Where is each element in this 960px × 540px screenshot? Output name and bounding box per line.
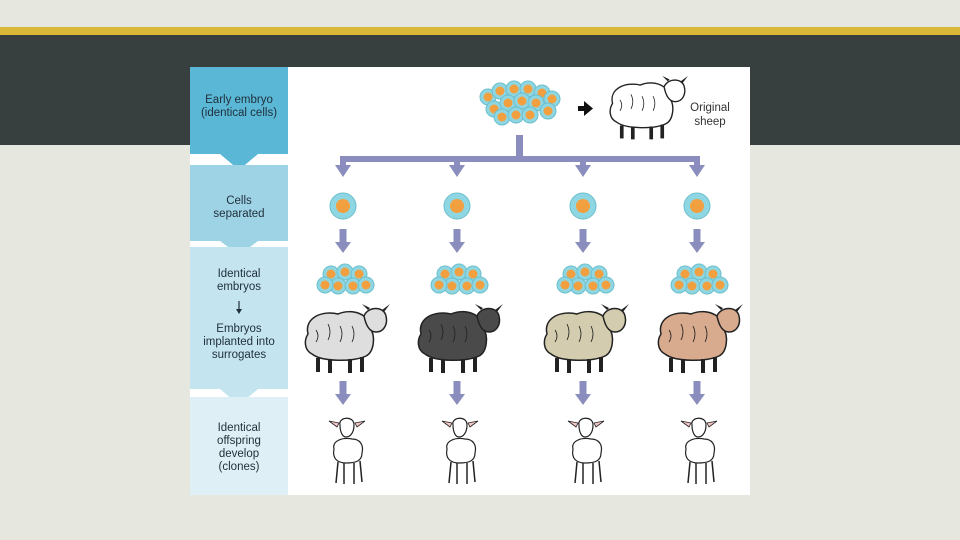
separated-cell — [569, 192, 597, 220]
separated-cell — [443, 192, 471, 220]
separated-cell — [329, 192, 357, 220]
separated-cell — [683, 192, 711, 220]
surrogate-sheep-tan — [542, 302, 631, 375]
clone-lamb — [328, 417, 366, 485]
surrogate-sheep-white — [303, 302, 392, 375]
down-arrow — [335, 229, 351, 253]
down-arrow — [335, 381, 351, 405]
down-arrow — [449, 229, 465, 253]
cloning-flow-diagram: Original sheep — [303, 74, 745, 485]
clone-lamb — [567, 417, 605, 485]
identical-embryo — [317, 264, 374, 294]
down-arrow — [449, 381, 465, 405]
accent-stripe — [0, 27, 960, 35]
original-sheep — [608, 74, 690, 142]
identical-embryo — [557, 264, 614, 294]
clone-lamb — [441, 417, 479, 485]
right-arrow — [578, 101, 593, 116]
step-early-embryo: Early embryo(identical cells) — [200, 94, 278, 119]
identical-embryo — [671, 264, 728, 294]
early-embryo-cluster — [479, 80, 561, 126]
surrogate-sheep-black — [416, 302, 505, 375]
sidebar-background — [190, 67, 288, 495]
down-arrow — [689, 381, 705, 405]
down-arrow — [689, 229, 705, 253]
down-arrow — [575, 381, 591, 405]
original-sheep-label-2: sheep — [694, 116, 725, 128]
step-small-arrow — [236, 301, 242, 314]
down-arrow — [575, 229, 591, 253]
original-sheep-label-1: Original — [690, 102, 730, 114]
clone-lamb — [680, 417, 718, 485]
surrogate-sheep-brown — [656, 302, 745, 375]
branch-connector — [335, 135, 705, 177]
identical-embryo — [431, 264, 488, 294]
